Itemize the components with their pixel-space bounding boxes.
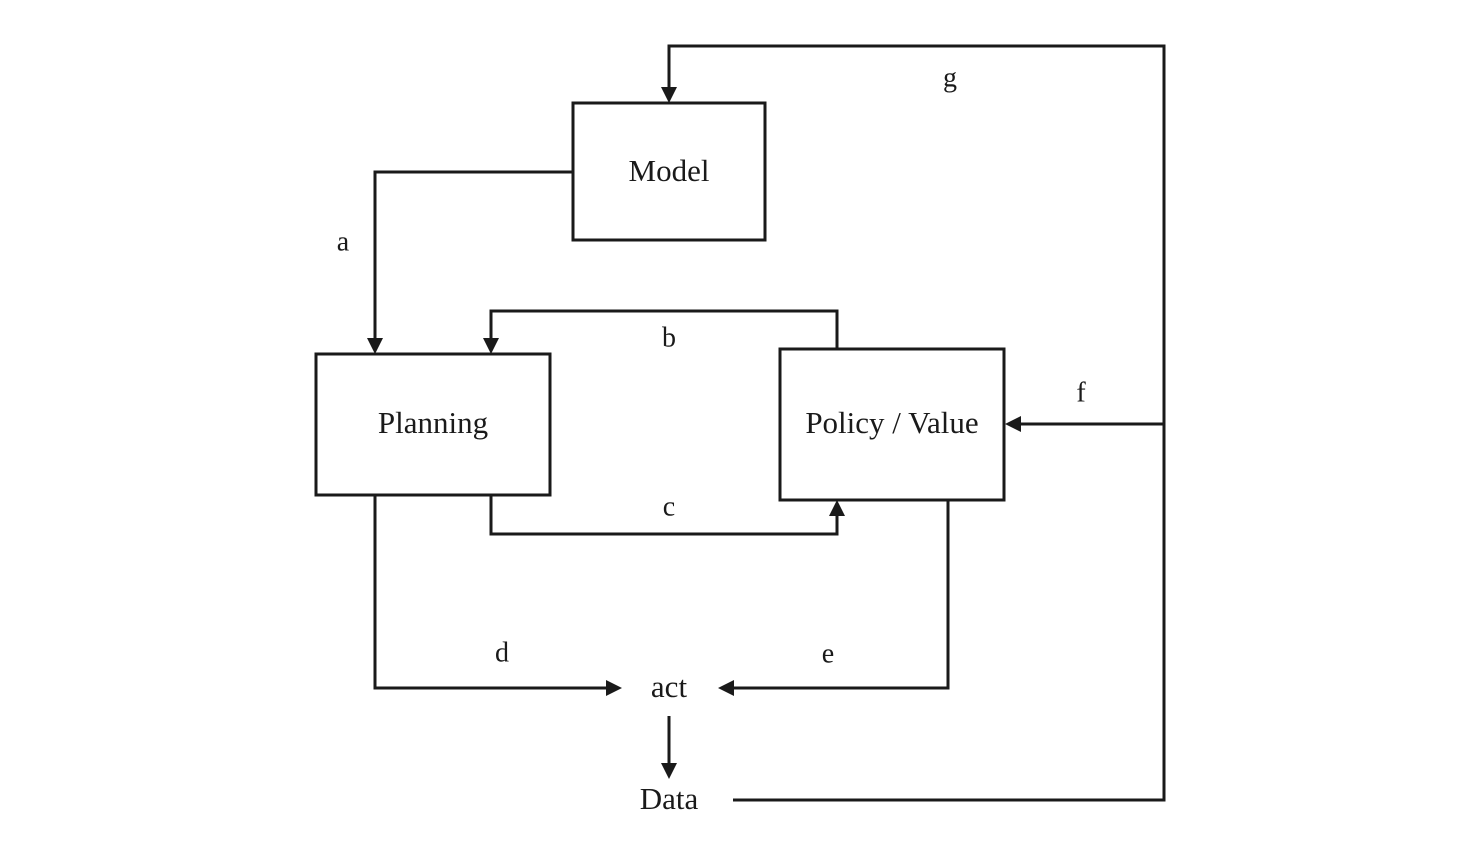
planning-label: Planning <box>378 405 488 440</box>
edge-a-arrowhead <box>367 338 383 354</box>
edge-d-label: d <box>495 637 509 668</box>
edge-e-line <box>732 500 950 690</box>
act-label: act <box>651 669 688 704</box>
model-box <box>571 101 767 242</box>
edge-f-arrowhead <box>1005 416 1021 432</box>
edge-g-arrowhead <box>661 87 677 103</box>
edges <box>367 44 1166 802</box>
edge-b-line <box>489 309 839 349</box>
edge-d-line <box>373 495 608 690</box>
policy-value-box <box>778 347 1006 502</box>
edge-a-label: a <box>337 226 350 257</box>
model-label: Model <box>629 153 710 188</box>
planning-box <box>314 352 552 497</box>
edge-e-arrowhead <box>718 680 734 696</box>
data-label: Data <box>640 781 699 816</box>
edge-b-label: b <box>662 322 676 353</box>
edge-b-arrowhead <box>483 338 499 354</box>
edge-f-label: f <box>1076 377 1086 408</box>
edge-c-arrowhead <box>829 500 845 516</box>
edge-labels: a b c d e f g <box>337 62 1087 669</box>
edge-c-line <box>489 495 839 536</box>
edge-g-label: g <box>943 62 957 93</box>
node-model: Model <box>571 101 767 242</box>
edge-act-data-arrowhead <box>661 763 677 779</box>
node-planning: Planning <box>314 352 552 497</box>
edge-e-label: e <box>822 638 834 669</box>
edge-data-loop-line <box>667 44 1166 802</box>
policy-value-label: Policy / Value <box>805 405 978 440</box>
node-policy-value: Policy / Value <box>778 347 1006 502</box>
edge-a-line <box>373 170 573 340</box>
edge-c-label: c <box>663 491 675 522</box>
edge-d-arrowhead <box>606 680 622 696</box>
